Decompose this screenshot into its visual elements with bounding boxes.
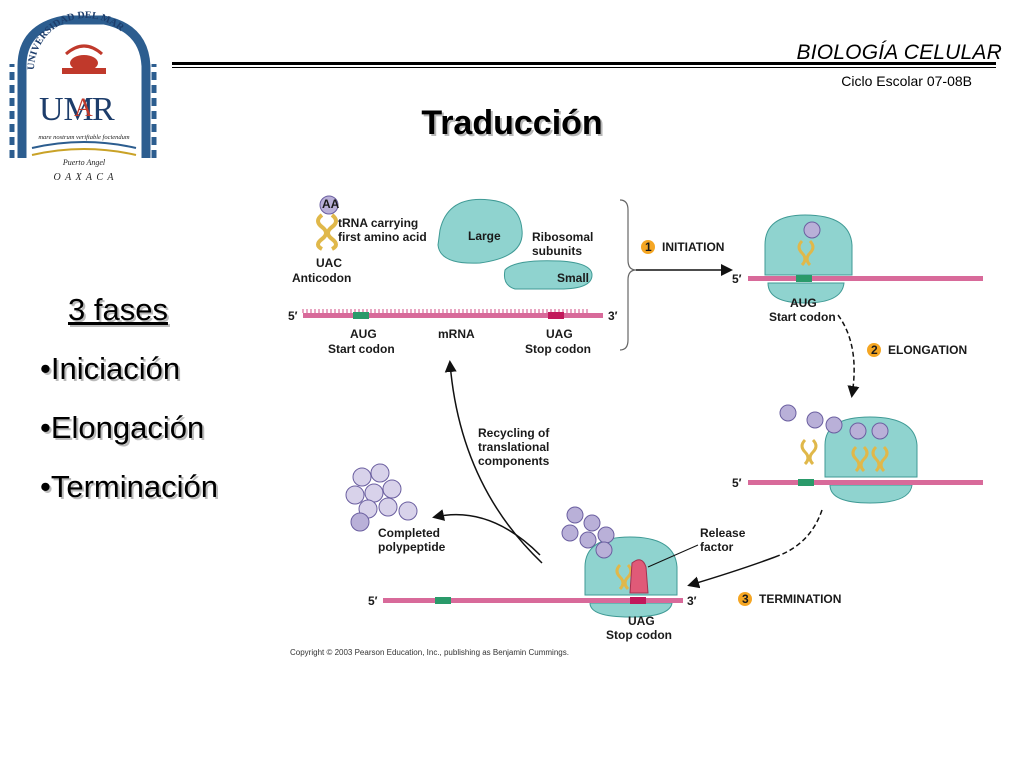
svg-text:1: 1 bbox=[645, 240, 652, 254]
school-cycle: Ciclo Escolar 07-08B bbox=[841, 73, 972, 89]
svg-text:Large: Large bbox=[468, 229, 501, 243]
five-prime: 5′ bbox=[288, 309, 298, 323]
release-pointer bbox=[647, 544, 699, 568]
start-codon-label: Start codon bbox=[328, 342, 395, 356]
svg-text:UM: UM bbox=[39, 91, 94, 128]
phases-heading: 3 fases bbox=[68, 292, 168, 327]
ribosome-initiation bbox=[764, 214, 853, 304]
step3-badge bbox=[738, 592, 752, 606]
stop-codon-label-4: Stop codon bbox=[606, 628, 672, 642]
svg-text:O A X A C A: O A X A C A bbox=[54, 172, 115, 183]
mrna-strand-3 bbox=[748, 480, 983, 485]
phases-list: 3 fases •Iniciación •Elongación •Termina… bbox=[40, 280, 218, 516]
trna-label-1: tRNA carrying bbox=[338, 216, 418, 230]
ribosomal-label-1: Ribosomal bbox=[532, 230, 593, 244]
svg-text:R: R bbox=[92, 91, 115, 128]
svg-text:3: 3 bbox=[742, 592, 749, 606]
to-termination-dash bbox=[774, 509, 823, 558]
slide-title: Traducción bbox=[421, 104, 603, 142]
stop-seq-4: UAG bbox=[628, 614, 655, 628]
recycling-arrow bbox=[444, 360, 543, 564]
completed-arrow bbox=[432, 509, 541, 556]
step2-badge bbox=[867, 343, 881, 357]
start-seq-2: AUG bbox=[790, 296, 817, 310]
step1-badge bbox=[641, 240, 655, 254]
release-label-2: factor bbox=[700, 540, 734, 554]
start-codon-mark bbox=[353, 312, 369, 319]
mrna-label: mRNA bbox=[438, 327, 475, 341]
svg-text:Puerto Angel: Puerto Angel bbox=[62, 158, 106, 167]
release-label-1: Release bbox=[700, 526, 746, 540]
start-codon-mark-4 bbox=[435, 597, 451, 604]
ribosomal-label-2: subunits bbox=[532, 244, 582, 258]
start-seq: AUG bbox=[350, 327, 377, 341]
translation-diagram: AA tRNA carrying first amino acid UAC An… bbox=[288, 195, 983, 657]
trna-first: AA bbox=[316, 195, 340, 251]
svg-text:2: 2 bbox=[871, 343, 878, 357]
five-prime-4: 5′ bbox=[368, 594, 378, 608]
university-logo: UNIVERSIDAD DEL MAR UM R A mare nostrum … bbox=[9, 10, 157, 183]
svg-text:A: A bbox=[74, 93, 93, 122]
stop-codon-label: Stop codon bbox=[525, 342, 591, 356]
phase-item: •Terminación bbox=[40, 469, 218, 504]
phase-item: •Elongación bbox=[40, 410, 205, 445]
copyright: Copyright © 2003 Pearson Education, Inc.… bbox=[290, 648, 569, 657]
start-codon-mark-2 bbox=[796, 275, 812, 282]
step3-label: TERMINATION bbox=[759, 592, 841, 606]
stop-codon-mark-4 bbox=[630, 597, 646, 604]
three-prime-4: 3′ bbox=[687, 594, 697, 608]
svg-text:mare nostrum verifiable focien: mare nostrum verifiable fociendum bbox=[38, 134, 130, 141]
to-termination-arrow bbox=[687, 556, 776, 589]
to-elongation-arrow bbox=[837, 314, 860, 398]
large-subunit: Large bbox=[437, 198, 523, 264]
mrna-strand-4 bbox=[383, 598, 683, 603]
small-subunit: Small bbox=[504, 260, 593, 290]
course-title: BIOLOGÍA CELULAR bbox=[796, 41, 1002, 64]
three-prime: 3′ bbox=[608, 309, 618, 323]
trna-label-2: first amino acid bbox=[338, 230, 427, 244]
bracket bbox=[619, 199, 637, 351]
recycling-label-1: Recycling of bbox=[478, 426, 550, 440]
svg-text:Small: Small bbox=[557, 271, 589, 285]
completed-polypeptide bbox=[345, 463, 418, 532]
start-codon-label-2: Start codon bbox=[769, 310, 836, 324]
header-rule-thin bbox=[172, 67, 996, 68]
completed-label-2: polypeptide bbox=[378, 540, 446, 554]
step1-label: INITIATION bbox=[662, 240, 724, 254]
stop-seq: UAG bbox=[546, 327, 573, 341]
mrna-strand bbox=[303, 313, 603, 318]
start-codon-mark-3 bbox=[798, 479, 814, 486]
ribosome-elongation bbox=[779, 404, 918, 504]
svg-text:AA: AA bbox=[322, 197, 340, 211]
phase-item: •Iniciación bbox=[40, 351, 181, 386]
five-prime-3: 5′ bbox=[732, 476, 742, 490]
recycling-label-2: translational bbox=[478, 440, 549, 454]
completed-label-1: Completed bbox=[378, 526, 440, 540]
mrna-strand-2 bbox=[748, 276, 983, 281]
stop-codon-mark bbox=[548, 312, 564, 319]
anticodon-label: Anticodon bbox=[292, 271, 351, 285]
anticodon-seq: UAC bbox=[316, 256, 342, 270]
step2-label: ELONGATION bbox=[888, 343, 967, 357]
ribosome-termination bbox=[561, 506, 678, 618]
header-rule bbox=[172, 62, 996, 65]
recycling-label-3: components bbox=[478, 454, 550, 468]
five-prime-2: 5′ bbox=[732, 272, 742, 286]
